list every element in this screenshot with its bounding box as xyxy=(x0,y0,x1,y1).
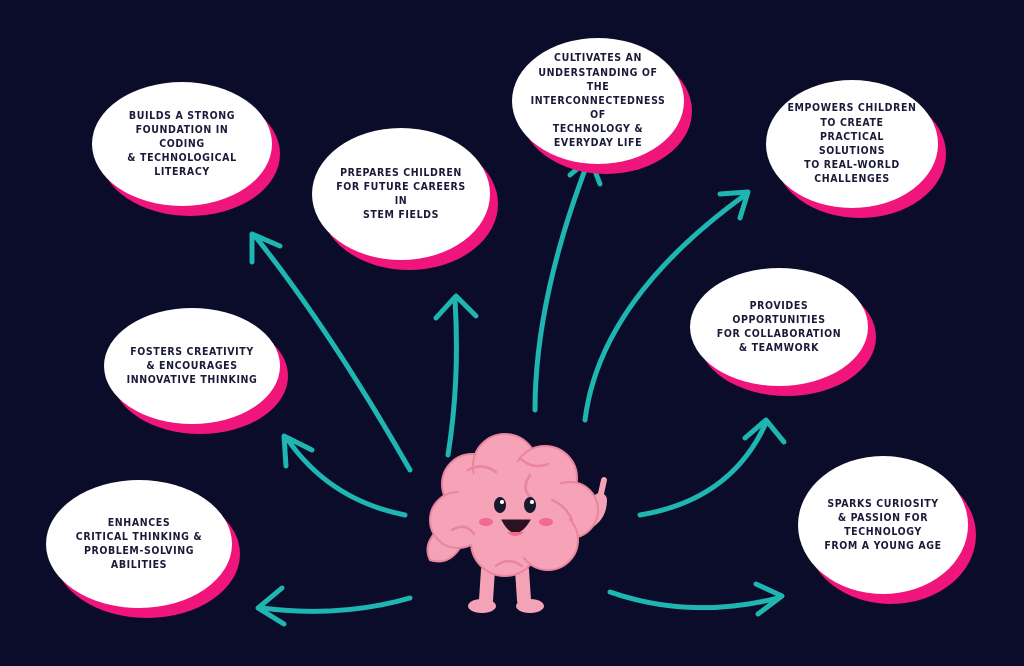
arrow-head xyxy=(753,581,785,617)
bubble-text: FOSTERS CREATIVITY & ENCOURAGES INNOVATI… xyxy=(126,345,258,387)
arrow-to-foundation xyxy=(252,233,413,473)
bubble-text: SPARKS CURIOSITY & PASSION FOR TECHNOLOG… xyxy=(824,497,942,553)
bubble-text: BUILDS A STRONG FOUNDATION IN CODING & T… xyxy=(127,109,237,179)
bubble-text: EMPOWERS CHILDREN TO CREATE PRACTICAL SO… xyxy=(787,102,917,186)
bubble-text: PREPARES CHILDREN FOR FUTURE CAREERS IN … xyxy=(336,166,466,222)
brain-character xyxy=(426,433,607,613)
bubble-interconnectedness: CULTIVATES AN UNDERSTANDING OF THE INTER… xyxy=(512,38,684,164)
arrow-head xyxy=(742,417,787,445)
bubble-careers: PREPARES CHILDREN FOR FUTURE CAREERS IN … xyxy=(312,128,490,260)
arrow-head xyxy=(281,433,315,469)
bubble-curiosity: SPARKS CURIOSITY & PASSION FOR TECHNOLOG… xyxy=(798,456,968,594)
bubble-creativity: FOSTERS CREATIVITY & ENCOURAGES INNOVATI… xyxy=(104,308,280,424)
arrow-head xyxy=(717,189,751,221)
bubble-text: PROVIDES OPPORTUNITIES FOR COLLABORATION… xyxy=(716,299,842,355)
arrow-head xyxy=(255,585,287,627)
bubble-critical-thinking: ENHANCES CRITICAL THINKING & PROBLEM-SOL… xyxy=(46,480,232,608)
bubble-text: CULTIVATES AN UNDERSTANDING OF THE INTER… xyxy=(530,52,666,150)
arrow-to-creativity xyxy=(285,437,408,518)
arrow-to-critical-thinking xyxy=(259,595,413,614)
arrow-head xyxy=(433,293,479,321)
bubble-collaboration: PROVIDES OPPORTUNITIES FOR COLLABORATION… xyxy=(690,268,868,386)
bubble-foundation: BUILDS A STRONG FOUNDATION IN CODING & T… xyxy=(92,82,272,206)
bubble-solutions: EMPOWERS CHILDREN TO CREATE PRACTICAL SO… xyxy=(766,80,938,208)
arrow-to-collaboration xyxy=(637,422,768,518)
arrow-to-careers xyxy=(445,297,459,458)
arrow-to-solutions xyxy=(582,192,748,423)
arrow-to-curiosity xyxy=(607,589,781,611)
arrow-to-interconnectedness xyxy=(532,159,591,413)
arrow-head xyxy=(249,231,283,265)
bubble-text: ENHANCES CRITICAL THINKING & PROBLEM-SOL… xyxy=(75,516,203,572)
